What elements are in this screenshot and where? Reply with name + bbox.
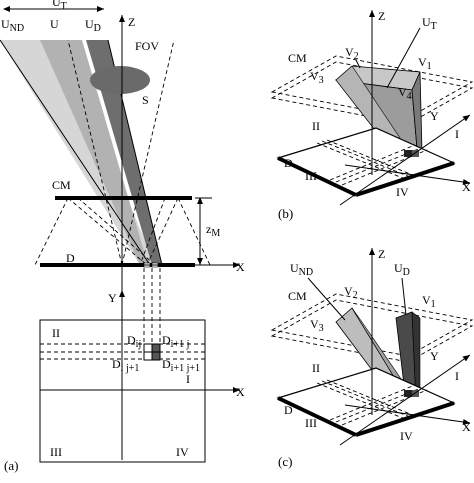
pixel-di1j1-label: Di+1 j+1 xyxy=(162,357,200,374)
s-label: S xyxy=(142,93,149,107)
cm-label-a: CM xyxy=(52,178,71,192)
und-pointer-c xyxy=(307,277,346,321)
ud-pointer-c xyxy=(401,277,407,316)
panel-b xyxy=(270,10,474,206)
ud-label-a: UD xyxy=(85,17,101,34)
pixel-di1j xyxy=(151,343,161,353)
detector-plan xyxy=(39,319,206,463)
quadrant-iii-b: III xyxy=(305,169,317,183)
d-label-b: D xyxy=(284,156,293,170)
d-label-c: D xyxy=(284,403,293,417)
cm-label-b: CM xyxy=(288,51,307,65)
quadrant-i-b: I xyxy=(455,127,459,141)
quadrant-i-a: I xyxy=(186,372,190,386)
ut-pointer-b xyxy=(386,27,421,89)
v1-label-b: V1 xyxy=(418,55,432,72)
x-label-c: X xyxy=(462,420,471,434)
y-label-a: Y xyxy=(108,291,117,305)
z-label-b: Z xyxy=(378,9,385,23)
x-label-plan: X xyxy=(236,385,245,399)
und-label-c: UND xyxy=(290,261,313,278)
x-axis-b xyxy=(344,164,471,185)
quadrant-iii-c: III xyxy=(305,416,317,430)
shadow-ellipse-s xyxy=(90,66,150,94)
caption-c: (c) xyxy=(278,454,292,469)
fov-label: FOV xyxy=(135,39,159,53)
quadrant-iv-b: IV xyxy=(396,185,409,199)
v4-label-b: V4 xyxy=(398,85,412,102)
quadrant-ii-c: II xyxy=(312,361,320,375)
zm-label: zM xyxy=(206,222,220,239)
quadrant-iv-c: IV xyxy=(400,429,413,443)
v2-label-c: V2 xyxy=(344,284,358,301)
quadrant-ii-a: II xyxy=(52,326,60,340)
caption-b: (b) xyxy=(278,206,293,221)
z-label-a: Z xyxy=(128,15,135,29)
v3-label-c: V3 xyxy=(310,317,324,334)
quadrant-i-c: I xyxy=(455,369,459,383)
y-axis-b xyxy=(339,114,471,206)
pixel-dij1-label: Di j+1 xyxy=(112,357,139,374)
x-label-a: X xyxy=(236,260,245,274)
quadrant-iv-a: IV xyxy=(176,445,189,459)
v3-label-b: V3 xyxy=(310,69,324,86)
caption-a: (a) xyxy=(4,458,18,473)
cm-label-c: CM xyxy=(288,289,307,303)
quadrant-iii-a: III xyxy=(50,445,62,459)
panel-a xyxy=(0,6,240,463)
v2-label-b: V2 xyxy=(345,45,359,62)
d-label-a: D xyxy=(66,251,75,265)
u-label-a: U xyxy=(50,17,59,31)
z-label-c: Z xyxy=(378,247,385,261)
beam-u xyxy=(40,40,148,265)
fov-line-left xyxy=(67,39,123,266)
pixel-dij xyxy=(143,343,153,353)
pixel-di1j1 xyxy=(151,351,161,361)
panel-c xyxy=(270,248,474,446)
y-label-c: Y xyxy=(430,349,439,363)
beam-ud xyxy=(86,40,162,265)
v1-label-c: V1 xyxy=(422,293,436,310)
ut-label-b: UT xyxy=(422,15,437,32)
y-axis-c xyxy=(339,354,471,446)
und-label-a: UND xyxy=(1,17,24,34)
pixel-di1j-label: Di+1 j xyxy=(162,333,189,350)
x-label-b: X xyxy=(462,180,471,194)
pixel-dij1 xyxy=(143,351,153,361)
ud-label-c: UD xyxy=(394,261,410,278)
pixel-dij-label: Dij xyxy=(127,333,141,350)
ut-label-a: UT xyxy=(52,0,67,12)
x-axis-c xyxy=(344,404,471,425)
detector-b xyxy=(276,127,456,196)
fov-line-right xyxy=(121,39,175,266)
y-label-b: Y xyxy=(430,109,439,123)
quadrant-ii-b: II xyxy=(312,119,320,133)
